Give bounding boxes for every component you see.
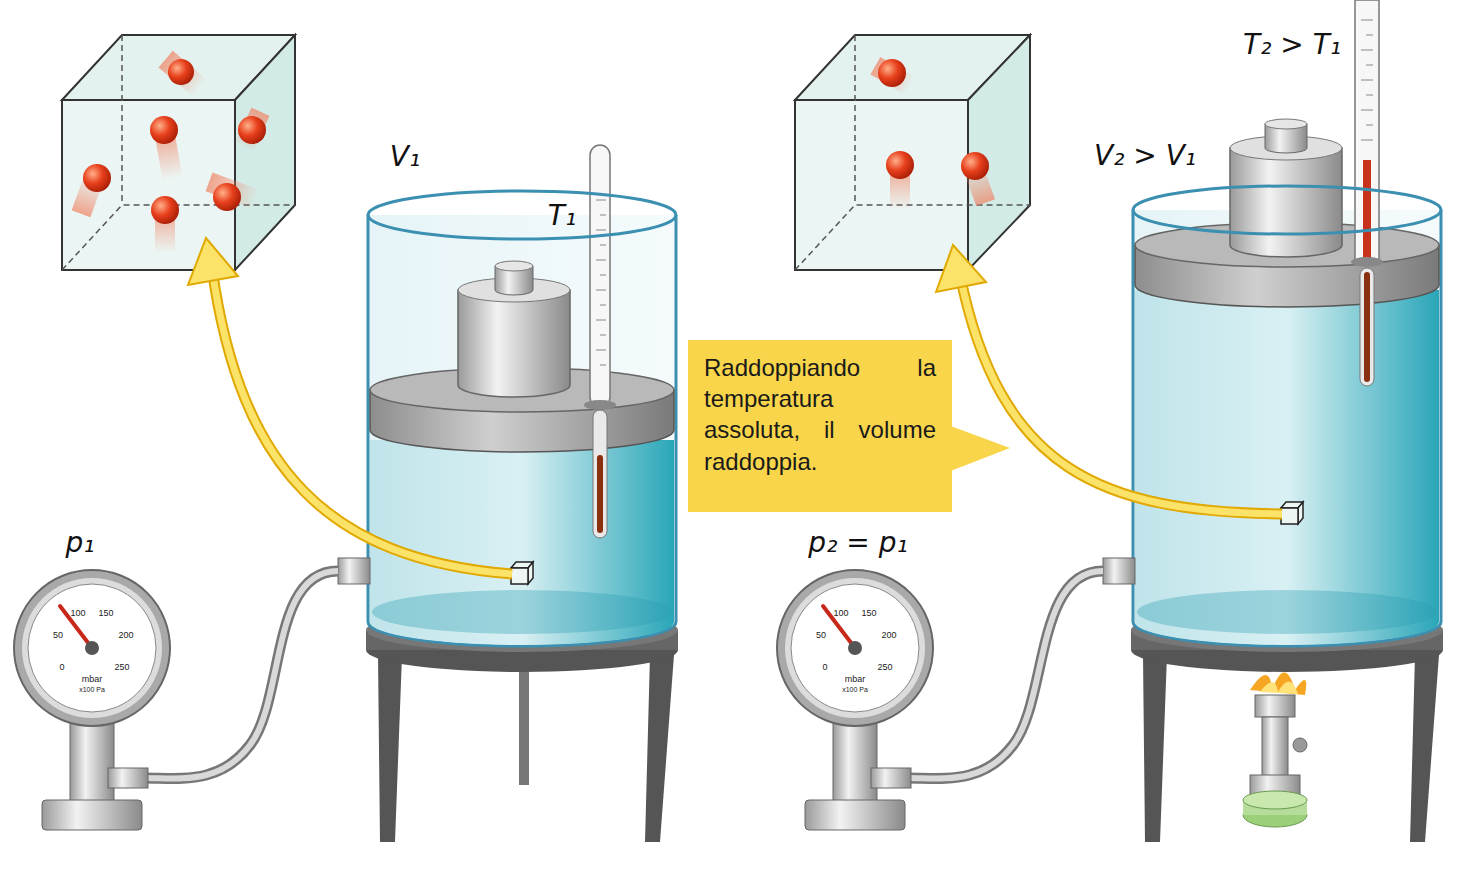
temperature-label: T₂ > T₁ xyxy=(1243,30,1341,61)
gauge-number: 150 xyxy=(861,609,876,619)
callout-box: Raddoppiando la temperatura assoluta, il… xyxy=(688,340,952,512)
cylinder-left xyxy=(338,145,678,842)
temperature-label: T₁ xyxy=(548,201,576,232)
gauge-unit: mbar xyxy=(845,675,866,685)
pressure-label: p₁ xyxy=(66,528,95,559)
gauge-number: 250 xyxy=(114,663,129,673)
molecule-cube xyxy=(795,35,1030,270)
gauge-number: 250 xyxy=(877,663,892,673)
cylinder-right xyxy=(1103,0,1443,842)
gauge-unit: mbar xyxy=(82,675,103,685)
gauge-number: 100 xyxy=(833,609,848,619)
gauge-number: 150 xyxy=(98,609,113,619)
volume-label: V₂ > V₁ xyxy=(1094,141,1196,172)
gauge-number: 50 xyxy=(53,631,63,641)
callout-arrows xyxy=(188,238,1282,574)
molecule-cube xyxy=(62,35,295,270)
pressure-gauge xyxy=(14,570,338,830)
gauge-number: 50 xyxy=(816,631,826,641)
gauge-number: 200 xyxy=(881,631,896,641)
gauge-unit: x100 Pa xyxy=(842,686,868,694)
volume-label: V₁ xyxy=(390,142,420,173)
pressure-gauge xyxy=(777,570,1103,830)
callout-text: Raddoppiando la temperatura assoluta, il… xyxy=(704,352,936,477)
gauge-number: 0 xyxy=(59,663,64,673)
pressure-label: p₂ = p₁ xyxy=(808,528,907,559)
gauge-unit: x100 Pa xyxy=(79,686,105,694)
gauge-number: 100 xyxy=(70,609,85,619)
gauge-number: 200 xyxy=(118,631,133,641)
gauge-number: 0 xyxy=(822,663,827,673)
